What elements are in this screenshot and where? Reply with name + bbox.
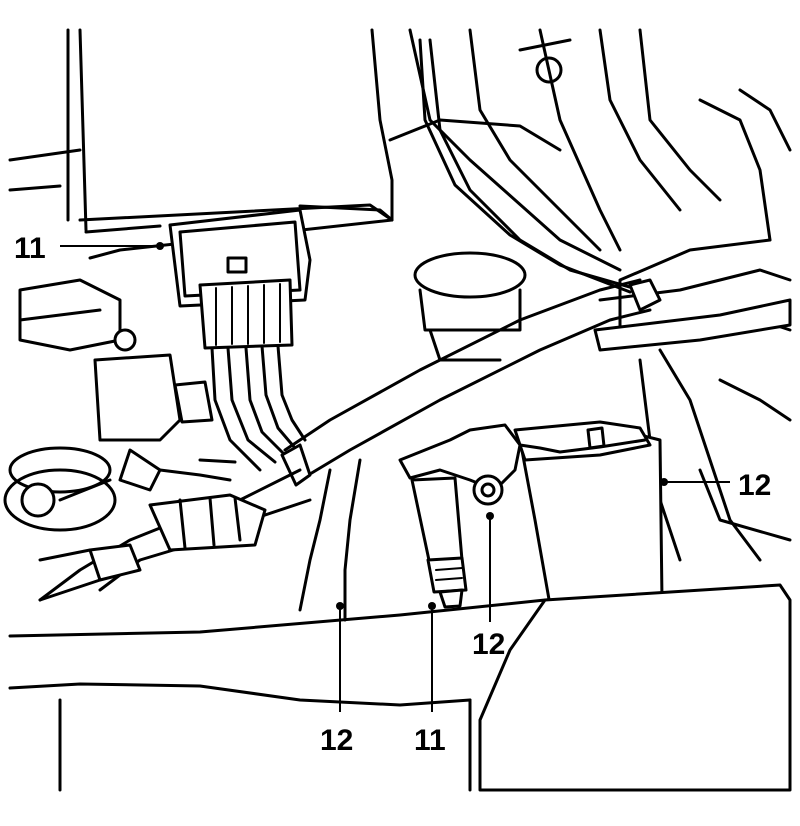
callout-label-11-bottom: 11: [414, 724, 446, 757]
sensor-assembly: [398, 423, 522, 609]
left-components: [3, 278, 267, 602]
callout-label-12-right: 12: [738, 469, 771, 502]
callout-label-12-bottom: 12: [320, 724, 353, 757]
coolant-hose: [478, 420, 792, 792]
callout-leaders: [60, 242, 730, 712]
ecu-connector: [168, 208, 312, 472]
callout-label-12-center: 12: [472, 628, 505, 661]
callout-label-11-top-left: 11: [14, 232, 46, 265]
wiring-harness: [38, 38, 792, 622]
